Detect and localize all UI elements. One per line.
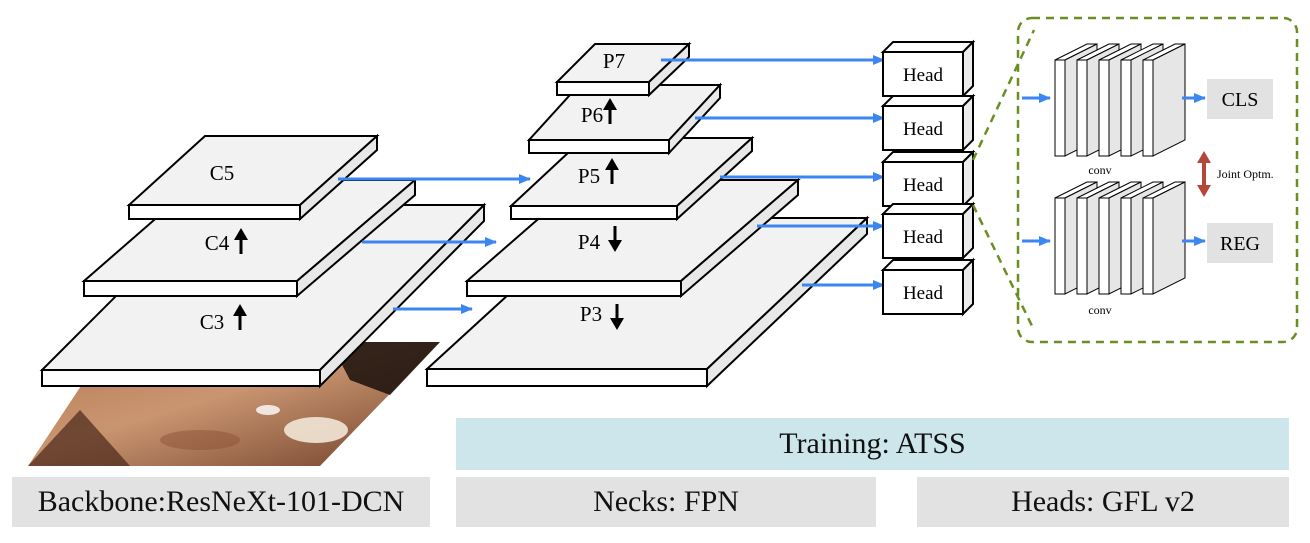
head-label-4: Head [903, 227, 944, 248]
label-p3: P3 [580, 302, 602, 326]
zoom-connector-top [971, 29, 1036, 161]
head-detail-panel [1016, 16, 1299, 344]
label-c5: C5 [210, 161, 235, 185]
label-p6: P6 [581, 103, 603, 127]
head-box-4 [880, 201, 976, 261]
neck-layer-p4 [464, 177, 801, 299]
label-c3: C3 [200, 310, 225, 334]
cls-label: CLS [1222, 89, 1259, 111]
necks-caption: Necks: FPN [456, 477, 876, 527]
down-arrow-icon-p3 [610, 304, 624, 330]
conv-label-bottom: conv [1088, 303, 1111, 317]
joint-optimization-arrow-icon [1197, 151, 1211, 197]
down-arrow-icon-p4 [608, 226, 622, 252]
heads-caption: Heads: GFL v2 [917, 477, 1289, 527]
backbone-layer-c5 [126, 133, 380, 222]
head-box-3 [880, 149, 976, 209]
head-label-2: Head [903, 119, 944, 140]
conv-label-top: conv [1088, 163, 1111, 177]
head-label-5: Head [903, 283, 944, 304]
up-arrow-icon-p6 [603, 98, 617, 124]
label-p4: P4 [578, 230, 601, 254]
cls-box [1207, 79, 1273, 119]
label-p5: P5 [578, 164, 600, 188]
zoom-connector-bottom [971, 204, 1036, 331]
head-label-1: Head [903, 65, 944, 86]
neck-layer-p6 [526, 82, 723, 156]
head-box-5 [880, 257, 976, 317]
up-arrow-icon-p5 [605, 158, 619, 184]
up-arrow-icon-c3 [233, 304, 247, 330]
label-c4: C4 [205, 231, 230, 255]
backbone-caption: Backbone:ResNeXt-101-DCN [12, 477, 430, 527]
conv-stack-top [1054, 43, 1186, 157]
head-label-3: Head [903, 175, 944, 196]
conv-stack-bottom [1054, 181, 1186, 295]
label-p7: P7 [603, 49, 625, 73]
neck-layer-p5 [508, 135, 755, 222]
neck-layer-p7 [554, 41, 692, 98]
head-box-2 [880, 93, 976, 153]
up-arrow-icon-c4 [234, 228, 248, 254]
reg-box [1207, 223, 1273, 263]
training-banner: Training: ATSS [456, 418, 1289, 470]
reg-label: REG [1220, 233, 1260, 255]
joint-optm-label: Joint Optm. [1217, 167, 1274, 181]
